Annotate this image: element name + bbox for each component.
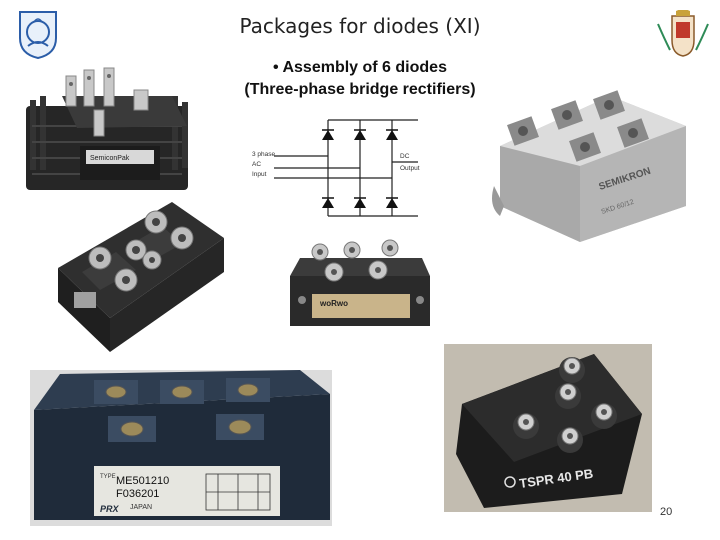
prx-origin-text: JAPAN <box>130 504 152 511</box>
schematic-input-label-1: 3 phase <box>252 151 276 158</box>
photo-worwo-module: woRwo <box>286 236 436 336</box>
schematic-input-label-2: AC <box>252 161 261 168</box>
university-logo-left <box>14 8 62 60</box>
heatsink-brand-text: SemiconPak <box>90 155 130 162</box>
slide-title: Packages for diodes (XI) <box>239 14 481 38</box>
page-number: 20 <box>660 506 673 518</box>
photo-black-screw-module <box>52 198 228 354</box>
schematic-output-label-1: DC <box>400 153 410 160</box>
photo-semikron-module: SEMIKRON SKD 60/12 <box>490 86 690 244</box>
bullet-line-2: (Three-phase bridge rectifiers) <box>244 81 476 98</box>
prx-brand-text: PRX <box>100 504 120 514</box>
schematic-output-label-2: Output <box>400 165 420 172</box>
photo-prx-module: TYPE ME501210 F036201 JAPAN PRX <box>30 370 332 526</box>
bullet-text: • Assembly of 6 diodes (Three-phase brid… <box>180 57 540 101</box>
photo-heatsink-bridge-module: SemiconPak <box>22 66 192 196</box>
bullet-line-1: • Assembly of 6 diodes <box>273 59 447 76</box>
prx-type-label: TYPE <box>100 474 116 480</box>
university-crest-right <box>654 8 712 60</box>
prx-model-text: ME501210 <box>116 475 169 487</box>
worwo-brand-text: woRwo <box>319 299 348 308</box>
prx-serial-text: F036201 <box>116 488 159 500</box>
schematic-input-label-3: Input <box>252 171 267 178</box>
photo-tspr-module: TSPR 40 PB <box>444 344 652 512</box>
three-phase-bridge-schematic: 3 phase AC Input DC Output <box>250 112 432 222</box>
